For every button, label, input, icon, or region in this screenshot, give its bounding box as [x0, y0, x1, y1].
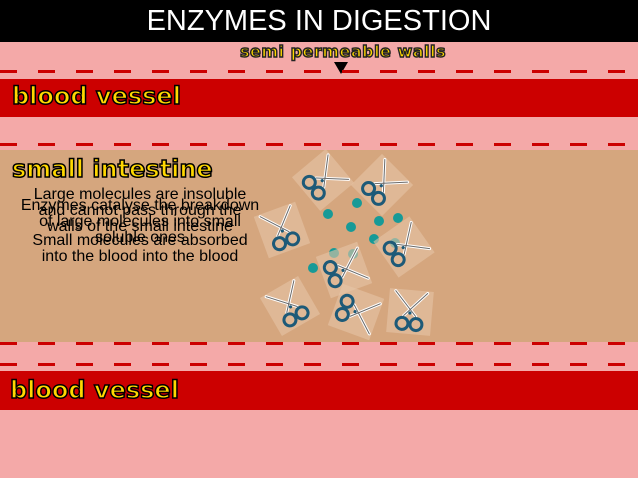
- text-small-absorbed: Small molecules are absorbed into the bl…: [32, 232, 248, 265]
- semi-permeable-label: semi permeable walls: [239, 41, 447, 61]
- title-bar: [0, 0, 638, 42]
- slide-title: ENZYMES IN DIGESTION: [146, 5, 492, 37]
- vessel-wall-top-dashes: [0, 70, 638, 73]
- text-large-molecules: Large molecules are insoluble and cannot…: [33, 186, 247, 235]
- intestine-wall-bottom-dashes: [0, 342, 638, 345]
- blood-vessel-top-label: blood vessel: [11, 81, 181, 111]
- small-intestine-label: small intestine: [11, 154, 213, 184]
- text-enzymes: Enzymes catalyse the breakdown of large …: [20, 197, 260, 246]
- intestine-wall-top-dashes: [0, 143, 638, 146]
- vessel-wall-bottom-dashes: [0, 363, 638, 366]
- blood-vessel-top: [0, 79, 638, 117]
- blood-vessel-bottom: [0, 371, 638, 410]
- blood-vessel-bottom-label: blood vessel: [9, 375, 179, 405]
